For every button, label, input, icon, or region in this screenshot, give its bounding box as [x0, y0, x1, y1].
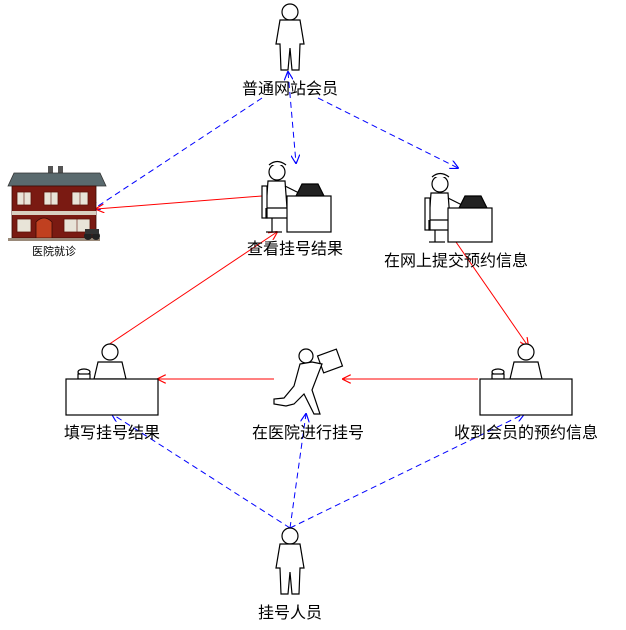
dashed-member-to-hospital [92, 97, 263, 210]
hospital-building-icon [7, 166, 107, 241]
view-result-workstation-icon [261, 160, 332, 233]
register-at-hospital-courier-icon [273, 348, 344, 415]
submit-online-label: 在网上提交预约信息 [384, 251, 528, 270]
view-result-label: 查看挂号结果 [247, 239, 343, 258]
dashed-registrar-to-receive [289, 414, 524, 529]
dashed-member-to-submit [317, 97, 458, 168]
member-actor-icon [275, 3, 305, 71]
registrar-label: 挂号人员 [258, 603, 322, 622]
fill-result-label: 填写挂号结果 [64, 423, 160, 442]
dashed-member-to-view [288, 72, 296, 163]
receive-info-label: 收到会员的预约信息 [454, 423, 598, 442]
submit-online-workstation-icon [424, 172, 493, 243]
dashed-registrar-to-fill [112, 414, 291, 529]
dashed-registrar-to-hospital-reg [289, 414, 306, 529]
registrar-actor-icon [275, 527, 305, 595]
hospital-label: 医院就诊 [32, 244, 76, 258]
fill-result-desk-icon [65, 343, 159, 416]
member-label: 普通网站会员 [242, 79, 338, 98]
arrow-fill-to-view [107, 232, 277, 346]
arrow-submit-to-receive [455, 241, 528, 346]
arrow-view-to-hospital [96, 195, 263, 209]
register-at-hospital-label: 在医院进行挂号 [252, 423, 364, 442]
receive-info-desk-icon [479, 343, 573, 416]
